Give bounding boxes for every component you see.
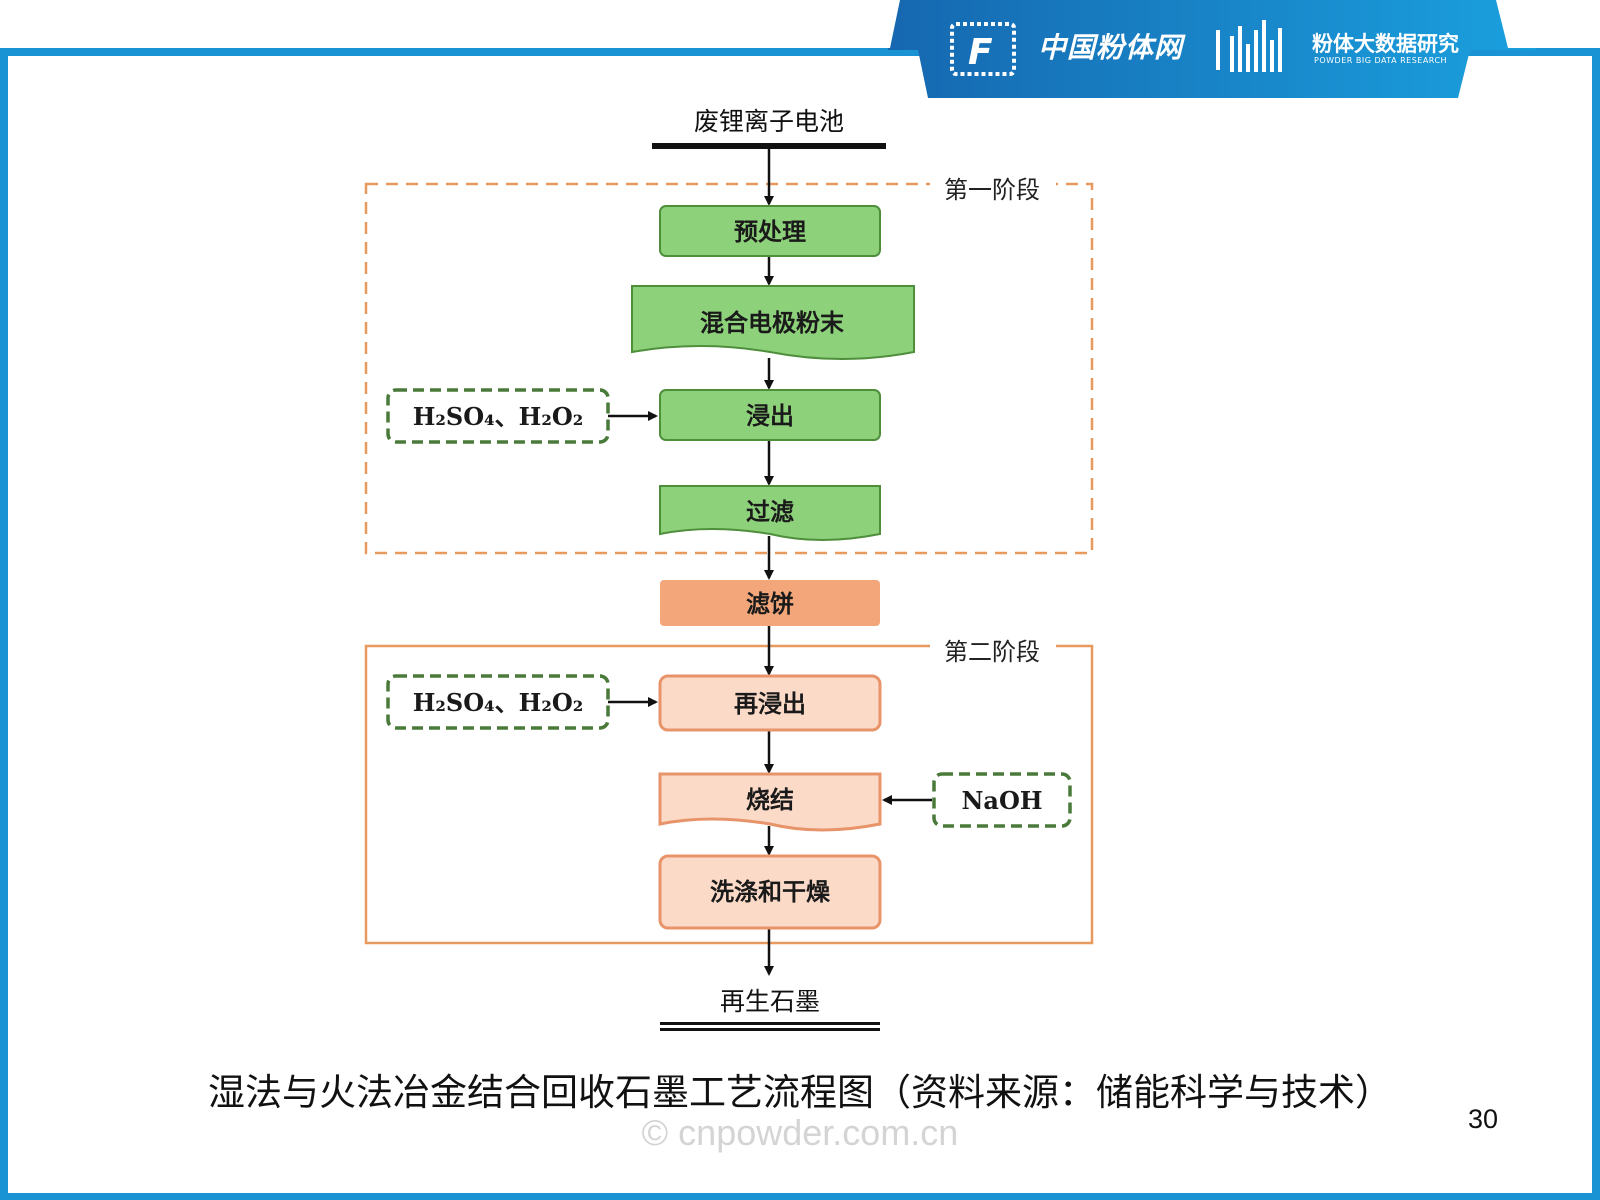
svg-text:过滤: 过滤 bbox=[746, 497, 794, 526]
svg-text:洗涤和干燥: 洗涤和干燥 bbox=[710, 877, 831, 906]
stage2-border bbox=[364, 644, 1094, 945]
node-wash: 洗涤和干燥 bbox=[658, 854, 882, 930]
node-releach: 再浸出 bbox=[658, 674, 882, 732]
header-separator bbox=[1216, 30, 1220, 70]
svg-text:混合电极粉末: 混合电极粉末 bbox=[700, 308, 845, 337]
reagent-base: NaOH bbox=[932, 772, 1072, 828]
page-number: 30 bbox=[1468, 1104, 1499, 1134]
header-banner: F bbox=[888, 0, 1536, 98]
svg-text:H₂SO₄、H₂O₂: H₂SO₄、H₂O₂ bbox=[413, 688, 584, 717]
site-name: 中国粉体网 bbox=[1038, 31, 1184, 64]
node-powder: 混合电极粉末 bbox=[631, 285, 915, 360]
node-leach: 浸出 bbox=[659, 389, 881, 441]
slide-frame-left bbox=[0, 48, 8, 1200]
node-cake: 滤饼 bbox=[660, 580, 880, 626]
slide-frame-bottom bbox=[0, 1193, 1600, 1200]
svg-text:烧结: 烧结 bbox=[746, 785, 794, 814]
process-flow-diagram: 废锂离子电池 第一阶段 第二阶段 预处理 混合电极粉末 浸出 过滤 bbox=[364, 107, 1094, 1031]
slide-frame-right bbox=[1592, 48, 1600, 1200]
reagent-acid1: H₂SO₄、H₂O₂ bbox=[386, 388, 610, 444]
output-bar-top bbox=[660, 1022, 880, 1025]
svg-text:再浸出: 再浸出 bbox=[734, 689, 806, 718]
slide-frame-top bbox=[0, 48, 1600, 56]
input-label: 废锂离子电池 bbox=[694, 107, 844, 136]
svg-text:NaOH: NaOH bbox=[961, 786, 1042, 815]
cnpowder-logo-icon bbox=[950, 22, 1016, 76]
output-bar-bottom bbox=[660, 1028, 880, 1031]
stage2-label: 第二阶段 bbox=[944, 638, 1040, 666]
stage1-border bbox=[364, 182, 1094, 555]
svg-text:浸出: 浸出 bbox=[746, 401, 794, 430]
node-filter: 过滤 bbox=[659, 485, 881, 541]
svg-text:F: F bbox=[968, 32, 993, 73]
research-subtitle: POWDER BIG DATA RESEARCH bbox=[1314, 56, 1448, 65]
svg-text:H₂SO₄、H₂O₂: H₂SO₄、H₂O₂ bbox=[413, 402, 584, 431]
bar-chart-logo-icon bbox=[1230, 20, 1282, 72]
node-pretreat: 预处理 bbox=[659, 205, 881, 257]
svg-text:滤饼: 滤饼 bbox=[746, 589, 794, 618]
watermark: © cnpowder.com.cn bbox=[641, 1112, 959, 1153]
svg-text:预处理: 预处理 bbox=[734, 217, 806, 246]
output-label: 再生石墨 bbox=[720, 987, 820, 1016]
figure-caption: 湿法与火法冶金结合回收石墨工艺流程图（资料来源：储能科学与技术） bbox=[208, 1071, 1392, 1114]
research-name: 粉体大数据研究 bbox=[1312, 32, 1459, 56]
input-bar bbox=[652, 143, 886, 149]
node-sinter: 烧结 bbox=[658, 772, 882, 832]
reagent-acid2: H₂SO₄、H₂O₂ bbox=[386, 674, 610, 730]
stage1-label: 第一阶段 bbox=[944, 176, 1040, 204]
